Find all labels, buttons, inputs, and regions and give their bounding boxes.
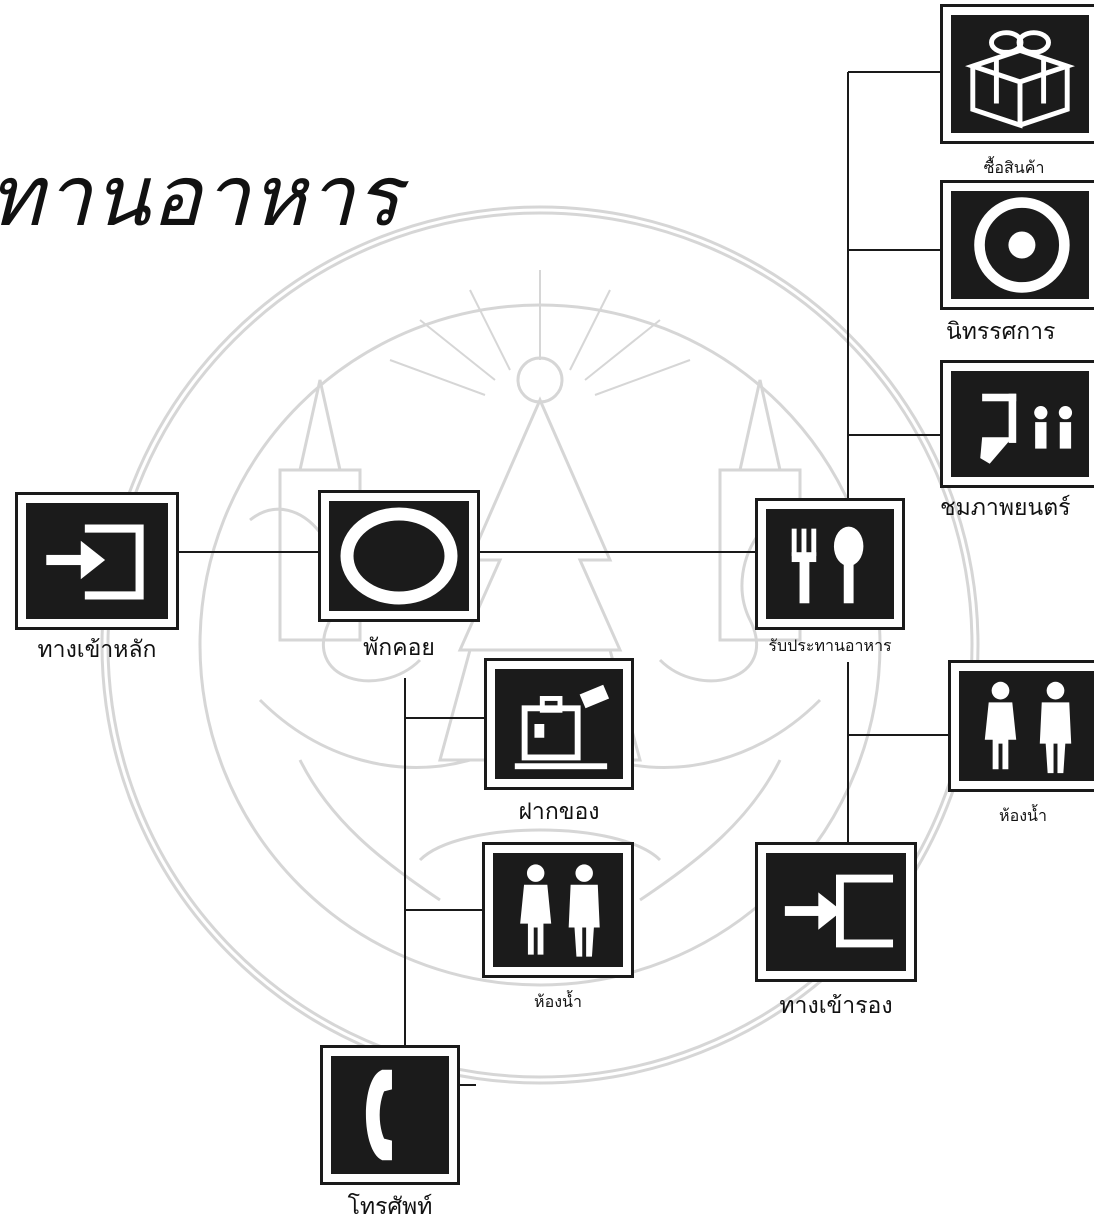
node-side-entrance: ทางเข้ารอง	[755, 842, 917, 1019]
label-restroom-right: ห้องน้ำ	[999, 806, 1047, 825]
restroom-icon	[959, 671, 1094, 781]
cinema-seat-icon	[951, 371, 1089, 477]
node-restroom-right: ห้องน้ำ	[948, 660, 1094, 840]
node-restroom-center: ห้องน้ำ	[482, 842, 634, 1017]
label-main-entrance: ทางเข้าหลัก	[37, 637, 157, 663]
node-main-entrance: ทางเข้าหลัก	[15, 492, 179, 663]
label-side-entrance: ทางเข้ารอง	[779, 993, 893, 1019]
gift-box-icon	[951, 15, 1089, 133]
node-telephone: โทรศัพท์	[320, 1045, 460, 1220]
target-icon	[951, 191, 1089, 299]
label-cinema: ชมภาพยนตร์	[940, 495, 1071, 521]
label-shop: ซื้อสินค้า	[983, 158, 1045, 177]
node-cinema: ชมภาพยนตร์	[940, 360, 1094, 535]
restroom-icon	[493, 853, 623, 967]
circle-ring-icon	[329, 501, 469, 611]
fork-spoon-icon	[766, 509, 894, 619]
node-dining: รับประทานอาหาร	[755, 498, 905, 663]
label-telephone: โทรศัพท์	[347, 1194, 433, 1220]
luggage-icon	[495, 669, 623, 779]
label-restroom-center: ห้องน้ำ	[534, 992, 582, 1011]
entrance-arrow-icon	[766, 853, 906, 971]
entrance-arrow-icon	[26, 503, 168, 619]
node-shop: ซื้อสินค้า	[940, 4, 1094, 180]
label-baggage: ฝากของ	[518, 799, 600, 825]
node-exhibition: นิทรรศการ	[940, 180, 1094, 350]
node-baggage: ฝากของ	[484, 658, 634, 833]
node-lounge: พักคอย	[318, 490, 480, 661]
label-dining: รับประทานอาหาร	[768, 636, 892, 655]
telephone-icon	[331, 1056, 449, 1174]
label-exhibition: นิทรรศการ	[946, 319, 1056, 345]
page-title: ทานอาหาร	[0, 147, 402, 245]
label-lounge: พักคอย	[363, 635, 435, 661]
